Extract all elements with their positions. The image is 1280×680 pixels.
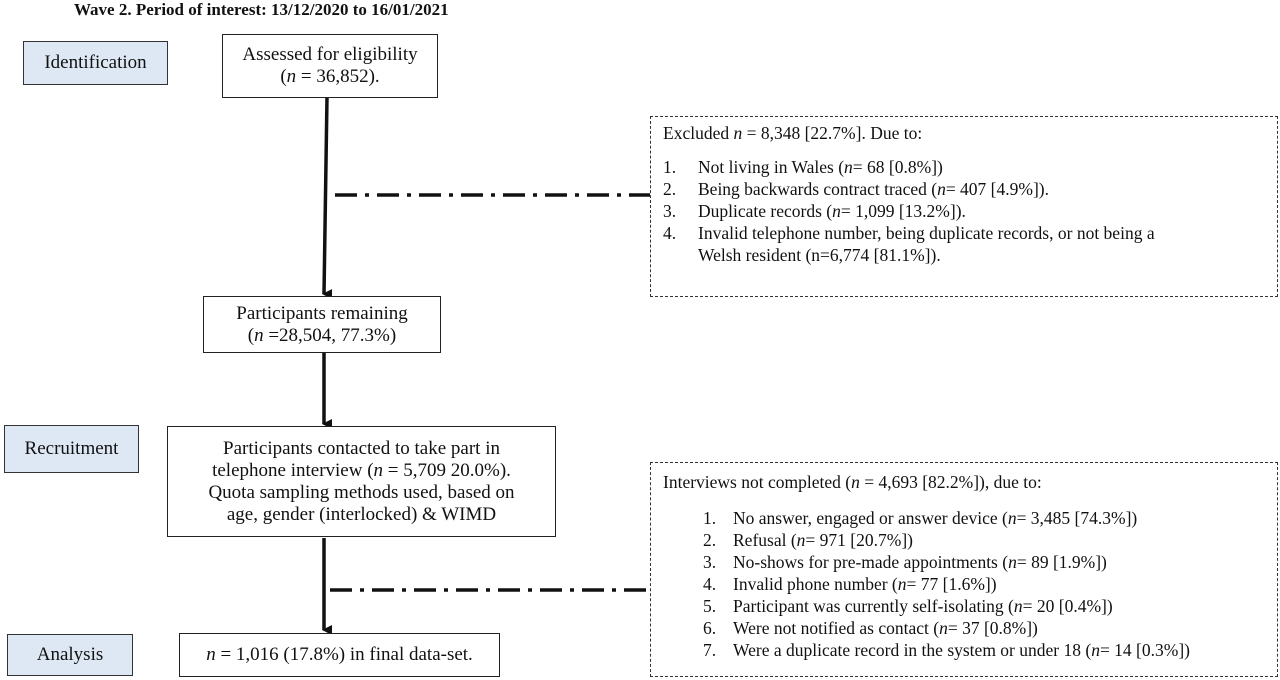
excluded-heading: Excluded n = 8,348 [22.7%]. Due to: — [663, 123, 923, 143]
box-interviews-not-completed: Interviews not completed (n = 4,693 [82.… — [650, 462, 1278, 677]
excluded-item: 4.Invalid telephone number, being duplic… — [663, 223, 1155, 243]
not-completed-item: 2.Refusal (n = 971 [20.7%]) — [703, 530, 913, 550]
contacted-line2: telephone interview (n = 5,709 20.0%). — [212, 459, 511, 481]
not-completed-item: 1.No answer, engaged or answer device (n… — [703, 508, 1138, 528]
not-completed-list: 1.No answer, engaged or answer device (n… — [663, 507, 1265, 661]
remaining-line2: (n =28,504, 77.3%) — [247, 324, 397, 346]
contacted-line1: Participants contacted to take part in — [223, 437, 500, 459]
remaining-line1: Participants remaining — [236, 302, 408, 324]
excluded-item: 2.Being backwards contract traced (n = 4… — [663, 179, 1049, 199]
box-final-dataset: n = 1,016 (17.8%) in final data-set. — [179, 633, 500, 677]
stage-identification: Identification — [23, 41, 168, 85]
box-participants-remaining: Participants remaining (n =28,504, 77.3%… — [203, 296, 441, 353]
excluded-item-continuation: Welsh resident (n=6,774 [81.1%]). — [698, 245, 941, 265]
not-completed-item: 6.Were not notified as contact (n = 37 [… — [703, 618, 1038, 638]
not-completed-item: 4.Invalid phone number (n = 77 [1.6%]) — [703, 574, 997, 594]
contacted-line3: Quota sampling methods used, based on — [208, 481, 515, 503]
contacted-line4: age, gender (interlocked) & WIMD — [226, 503, 497, 525]
excluded-item: 3.Duplicate records (n = 1,099 [13.2%]). — [663, 201, 966, 221]
figure-title: Wave 2. Period of interest: 13/12/2020 t… — [74, 0, 449, 19]
box-assessed-for-eligibility: Assessed for eligibility (n = 36,852). — [222, 34, 438, 98]
not-completed-item: 5.Participant was currently self-isolati… — [703, 596, 1113, 616]
excluded-item: 1.Not living in Wales (n = 68 [0.8%]) — [663, 157, 943, 177]
assessed-line2: (n = 36,852). — [280, 66, 380, 87]
box-excluded: Excluded n = 8,348 [22.7%]. Due to: 1.No… — [650, 116, 1278, 297]
arrow-assessed-to-remaining — [322, 96, 333, 300]
stage-analysis: Analysis — [7, 634, 133, 676]
assessed-line1: Assessed for eligibility — [242, 44, 418, 65]
not-completed-item: 7.Were a duplicate record in the system … — [703, 640, 1190, 660]
box-participants-contacted: Participants contacted to take part in t… — [167, 426, 556, 537]
not-completed-heading: Interviews not completed (n = 4,693 [82.… — [663, 472, 1042, 492]
not-completed-item: 3.No-shows for pre-made appointments (n … — [703, 552, 1107, 572]
stage-recruitment: Recruitment — [4, 425, 139, 473]
excluded-list: 1.Not living in Wales (n = 68 [0.8%]) 2.… — [663, 156, 1265, 266]
final-text: n = 1,016 (17.8%) in final data-set. — [206, 644, 473, 665]
